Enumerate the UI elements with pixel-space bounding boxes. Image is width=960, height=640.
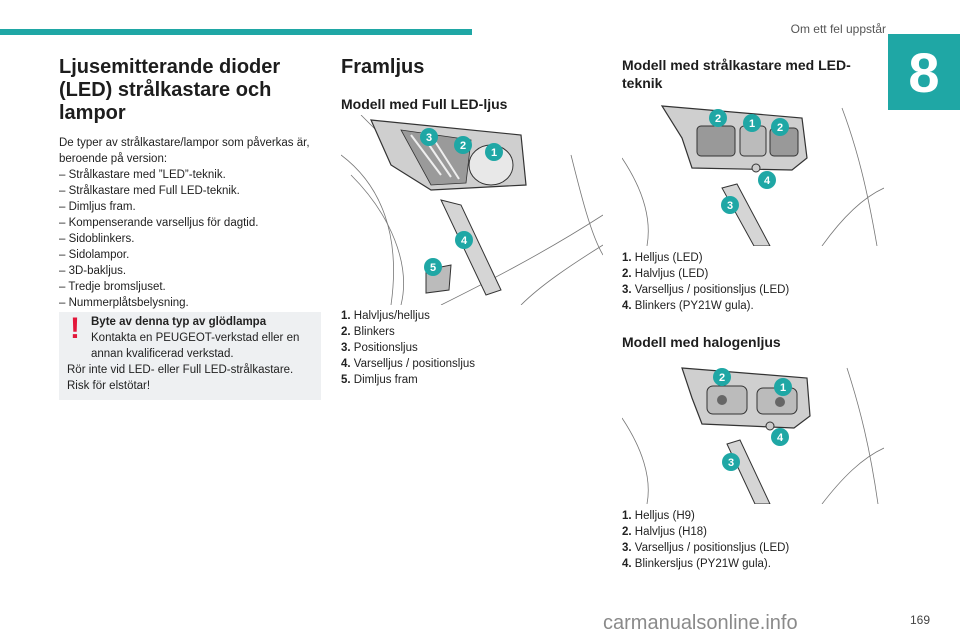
section-title: Om ett fel uppstår [790,22,886,36]
svg-text:5: 5 [430,262,436,274]
badge-3: 3 [420,128,438,146]
svg-text:3: 3 [426,132,432,144]
column-led-lamps: Ljusemitterande dioder (LED) strålkastar… [59,56,321,311]
full-led-legend: 1. Halvljus/helljus 2. Blinkers 3. Posit… [341,308,603,388]
badge-3: 3 [721,196,739,214]
headlight-unit [681,367,811,431]
watermark: carmanualsonline.info [603,612,798,634]
list-item: Kompenserande varselljus för dagtid. [59,215,321,231]
warning-text: Risk för elstötar! [67,380,151,392]
legend-item: 1. Halvljus/helljus [341,310,430,322]
list-item: Nummerplåtsbelysning. [59,295,321,311]
list-item: Dimljus fram. [59,199,321,215]
lamp-type-list: Strålkastare med ”LED”-teknik. Strålkast… [59,167,321,311]
halogen-legend: 1. Helljus (H9) 2. Halvljus (H18) 3. Var… [622,508,884,572]
full-led-headlight-diagram: 3 2 1 4 5 [341,115,603,305]
legend-item: 2. Blinkers [341,326,395,338]
warning-title: Byte av denna typ av glödlampa [91,316,267,328]
legend-item: 1. Helljus (H9) [622,510,695,522]
legend-item: 3. Positionsljus [341,342,418,354]
car-outline [622,367,884,504]
legend-item: 5. Dimljus fram [341,374,418,386]
legend-item: 3. Varselljus / positionsljus (LED) [622,284,790,296]
led-legend: 1. Helljus (LED) 2. Halvljus (LED) 3. Va… [622,250,884,314]
warning-text: Kontakta en PEUGEOT-verkstad eller en an… [91,332,300,360]
list-item: Sidoblinkers. [59,231,321,247]
badge-3: 3 [722,453,740,471]
drl-strip [721,183,771,246]
page-number: 169 [909,613,930,627]
halogen-headlight-diagram: 2 1 4 3 [622,358,884,504]
header-accent-bar [0,29,472,35]
badge-2: 2 [454,136,472,154]
badge-4: 4 [455,231,473,249]
svg-text:4: 4 [777,432,784,444]
badge-4: 4 [758,171,776,189]
drl-strip [440,199,502,296]
badge-2: 2 [709,109,727,127]
svg-text:2: 2 [719,372,725,384]
car-outline [622,107,884,246]
badge-1: 1 [743,114,761,132]
led-headlight-diagram: 2 1 2 4 3 [622,98,884,246]
svg-text:2: 2 [777,122,783,134]
led-model-heading: Modell med strålkastare med LED-teknik [622,57,851,91]
legend-item: 2. Halvljus (LED) [622,268,709,280]
drl-strip [726,439,771,504]
full-led-subheading: Modell med Full LED-ljus [341,96,508,112]
list-item: Sidolampor. [59,247,321,263]
svg-text:4: 4 [764,175,771,187]
list-item: Strålkastare med Full LED-teknik. [59,183,321,199]
legend-item: 1. Helljus (LED) [622,252,703,264]
badge-1: 1 [774,378,792,396]
led-lamps-heading: Ljusemitterande dioder (LED) strålkastar… [59,56,281,124]
chapter-number: 8 [888,34,960,110]
svg-text:1: 1 [749,118,755,130]
svg-text:3: 3 [728,457,734,469]
warning-exclamation-icon: ! [70,312,80,345]
legend-item: 4. Blinkers (PY21W gula). [622,300,754,312]
list-item: Strålkastare med ”LED”-teknik. [59,167,321,183]
svg-text:1: 1 [491,147,497,159]
led-lamps-intro: De typer av strålkastare/lampor som påve… [59,137,310,165]
list-item: Tredje bromsljuset. [59,279,321,295]
warning-text: Rör inte vid LED- eller Full LED-strålka… [67,364,294,376]
badge-2: 2 [713,368,731,386]
legend-item: 4. Blinkersljus (PY21W gula). [622,558,771,570]
column-headlights: Framljus Modell med Full LED-ljus [341,56,603,113]
legend-item: 2. Halvljus (H18) [622,526,708,538]
badge-2: 2 [771,118,789,136]
headlight-unit [660,105,808,173]
svg-text:2: 2 [715,113,721,125]
halogen-heading: Modell med halogenljus [622,334,781,350]
svg-text:2: 2 [460,140,466,152]
badge-5: 5 [424,258,442,276]
svg-text:3: 3 [727,200,733,212]
badge-4: 4 [771,428,789,446]
headlights-heading: Framljus [341,56,425,78]
badge-1: 1 [485,143,503,161]
list-item: 3D-bakljus. [59,263,321,279]
warning-box: ! Byte av denna typ av glödlampa Kontakt… [59,312,321,400]
legend-item: 3. Varselljus / positionsljus (LED) [622,542,790,554]
headlight-unit [370,119,527,191]
svg-text:1: 1 [780,382,786,394]
column-models: Modell med strålkastare med LED-teknik [622,56,884,92]
svg-text:4: 4 [461,235,468,247]
legend-item: 4. Varselljus / positionsljus [341,358,476,370]
